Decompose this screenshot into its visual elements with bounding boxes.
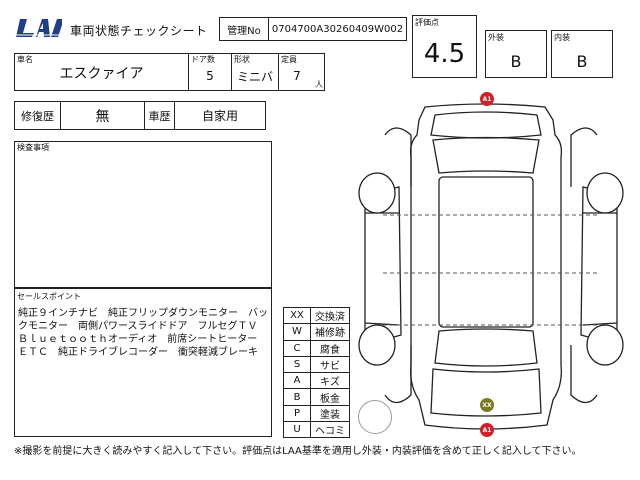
sales-points-box (14, 288, 272, 437)
mgmt-divider (268, 17, 269, 41)
exterior-value: B (510, 51, 522, 71)
legend-meaning: 板金 (310, 388, 350, 406)
legend-code: XX (283, 306, 311, 325)
history-divider-2 (144, 101, 145, 130)
sales-points-text: 純正９インチナビ 純正フリップダウンモニター バックモニター 両側パワースライド… (18, 308, 268, 358)
capacity-label: 定員 (281, 55, 297, 64)
rear-damage-marker: A1 (480, 423, 494, 437)
exterior-label: 外装 (488, 33, 504, 42)
capacity-unit: 人 (315, 80, 323, 89)
legend-code: W (283, 323, 311, 341)
legend-meaning: 塗装 (310, 404, 350, 423)
mgmt-no-label: 管理No (227, 25, 261, 37)
legend-code: C (283, 339, 311, 357)
vehicle-divider-1 (188, 53, 189, 91)
sheet-title: 車両状態チェックシート (70, 24, 208, 38)
legend-code: P (283, 404, 311, 423)
laa-logo (14, 17, 64, 39)
repair-history-label: 修復歴 (21, 109, 54, 123)
inspection-box (14, 141, 272, 288)
rear-exchange-marker: XX (480, 398, 494, 412)
legend-meaning: ヘコミ (310, 421, 350, 439)
legend-meaning: サビ (310, 355, 350, 374)
doors-label: ドア数 (191, 55, 215, 64)
vehicle-divider-2 (231, 53, 232, 91)
legend-meaning: 交換済 (310, 306, 350, 325)
stamp-circle (358, 400, 392, 434)
history-divider-3 (174, 101, 175, 130)
mgmt-no-box (219, 17, 407, 41)
exterior-box (485, 30, 547, 78)
vehicle-divider-3 (278, 53, 279, 91)
interior-label: 内装 (554, 33, 570, 42)
car-name-label: 車名 (17, 55, 33, 64)
shape-value: ミニバ (236, 69, 273, 84)
usage-history-value: 自家用 (201, 109, 238, 123)
footer-note: ※撮影を前提に大きく読みやすく記入して下さい。評価点はLAA基準を適用し外装・内… (14, 446, 582, 457)
interior-value: B (576, 51, 588, 71)
doors-value: 5 (206, 69, 214, 83)
car-name-value: エスクァイア (59, 66, 144, 82)
legend-meaning: 補修跡 (310, 323, 350, 341)
legend-code: B (283, 388, 311, 406)
score-label: 評価点 (415, 18, 439, 27)
legend-code: U (283, 421, 311, 439)
mgmt-no-value: 0704700A30260409W002 (271, 23, 404, 35)
shape-label: 形状 (234, 55, 250, 64)
history-box (14, 101, 266, 130)
car-diagram (358, 103, 624, 430)
legend-meaning: 腐食 (310, 339, 350, 357)
legend-meaning: キズ (310, 372, 350, 390)
legend-code: A (283, 372, 311, 390)
history-divider-1 (60, 101, 61, 130)
legend-code: S (283, 355, 311, 374)
front-damage-marker: A1 (480, 92, 494, 106)
interior-box (551, 30, 613, 78)
capacity-value: 7 (293, 69, 301, 83)
usage-history-label: 車歴 (148, 109, 171, 123)
inspection-label: 検査事項 (17, 143, 49, 152)
score-box (412, 15, 477, 78)
sales-points-label: セールスポイント (17, 292, 81, 301)
repair-history-value: 無 (95, 108, 110, 125)
vehicle-info-box (14, 53, 325, 91)
score-value: 4.5 (423, 39, 466, 69)
